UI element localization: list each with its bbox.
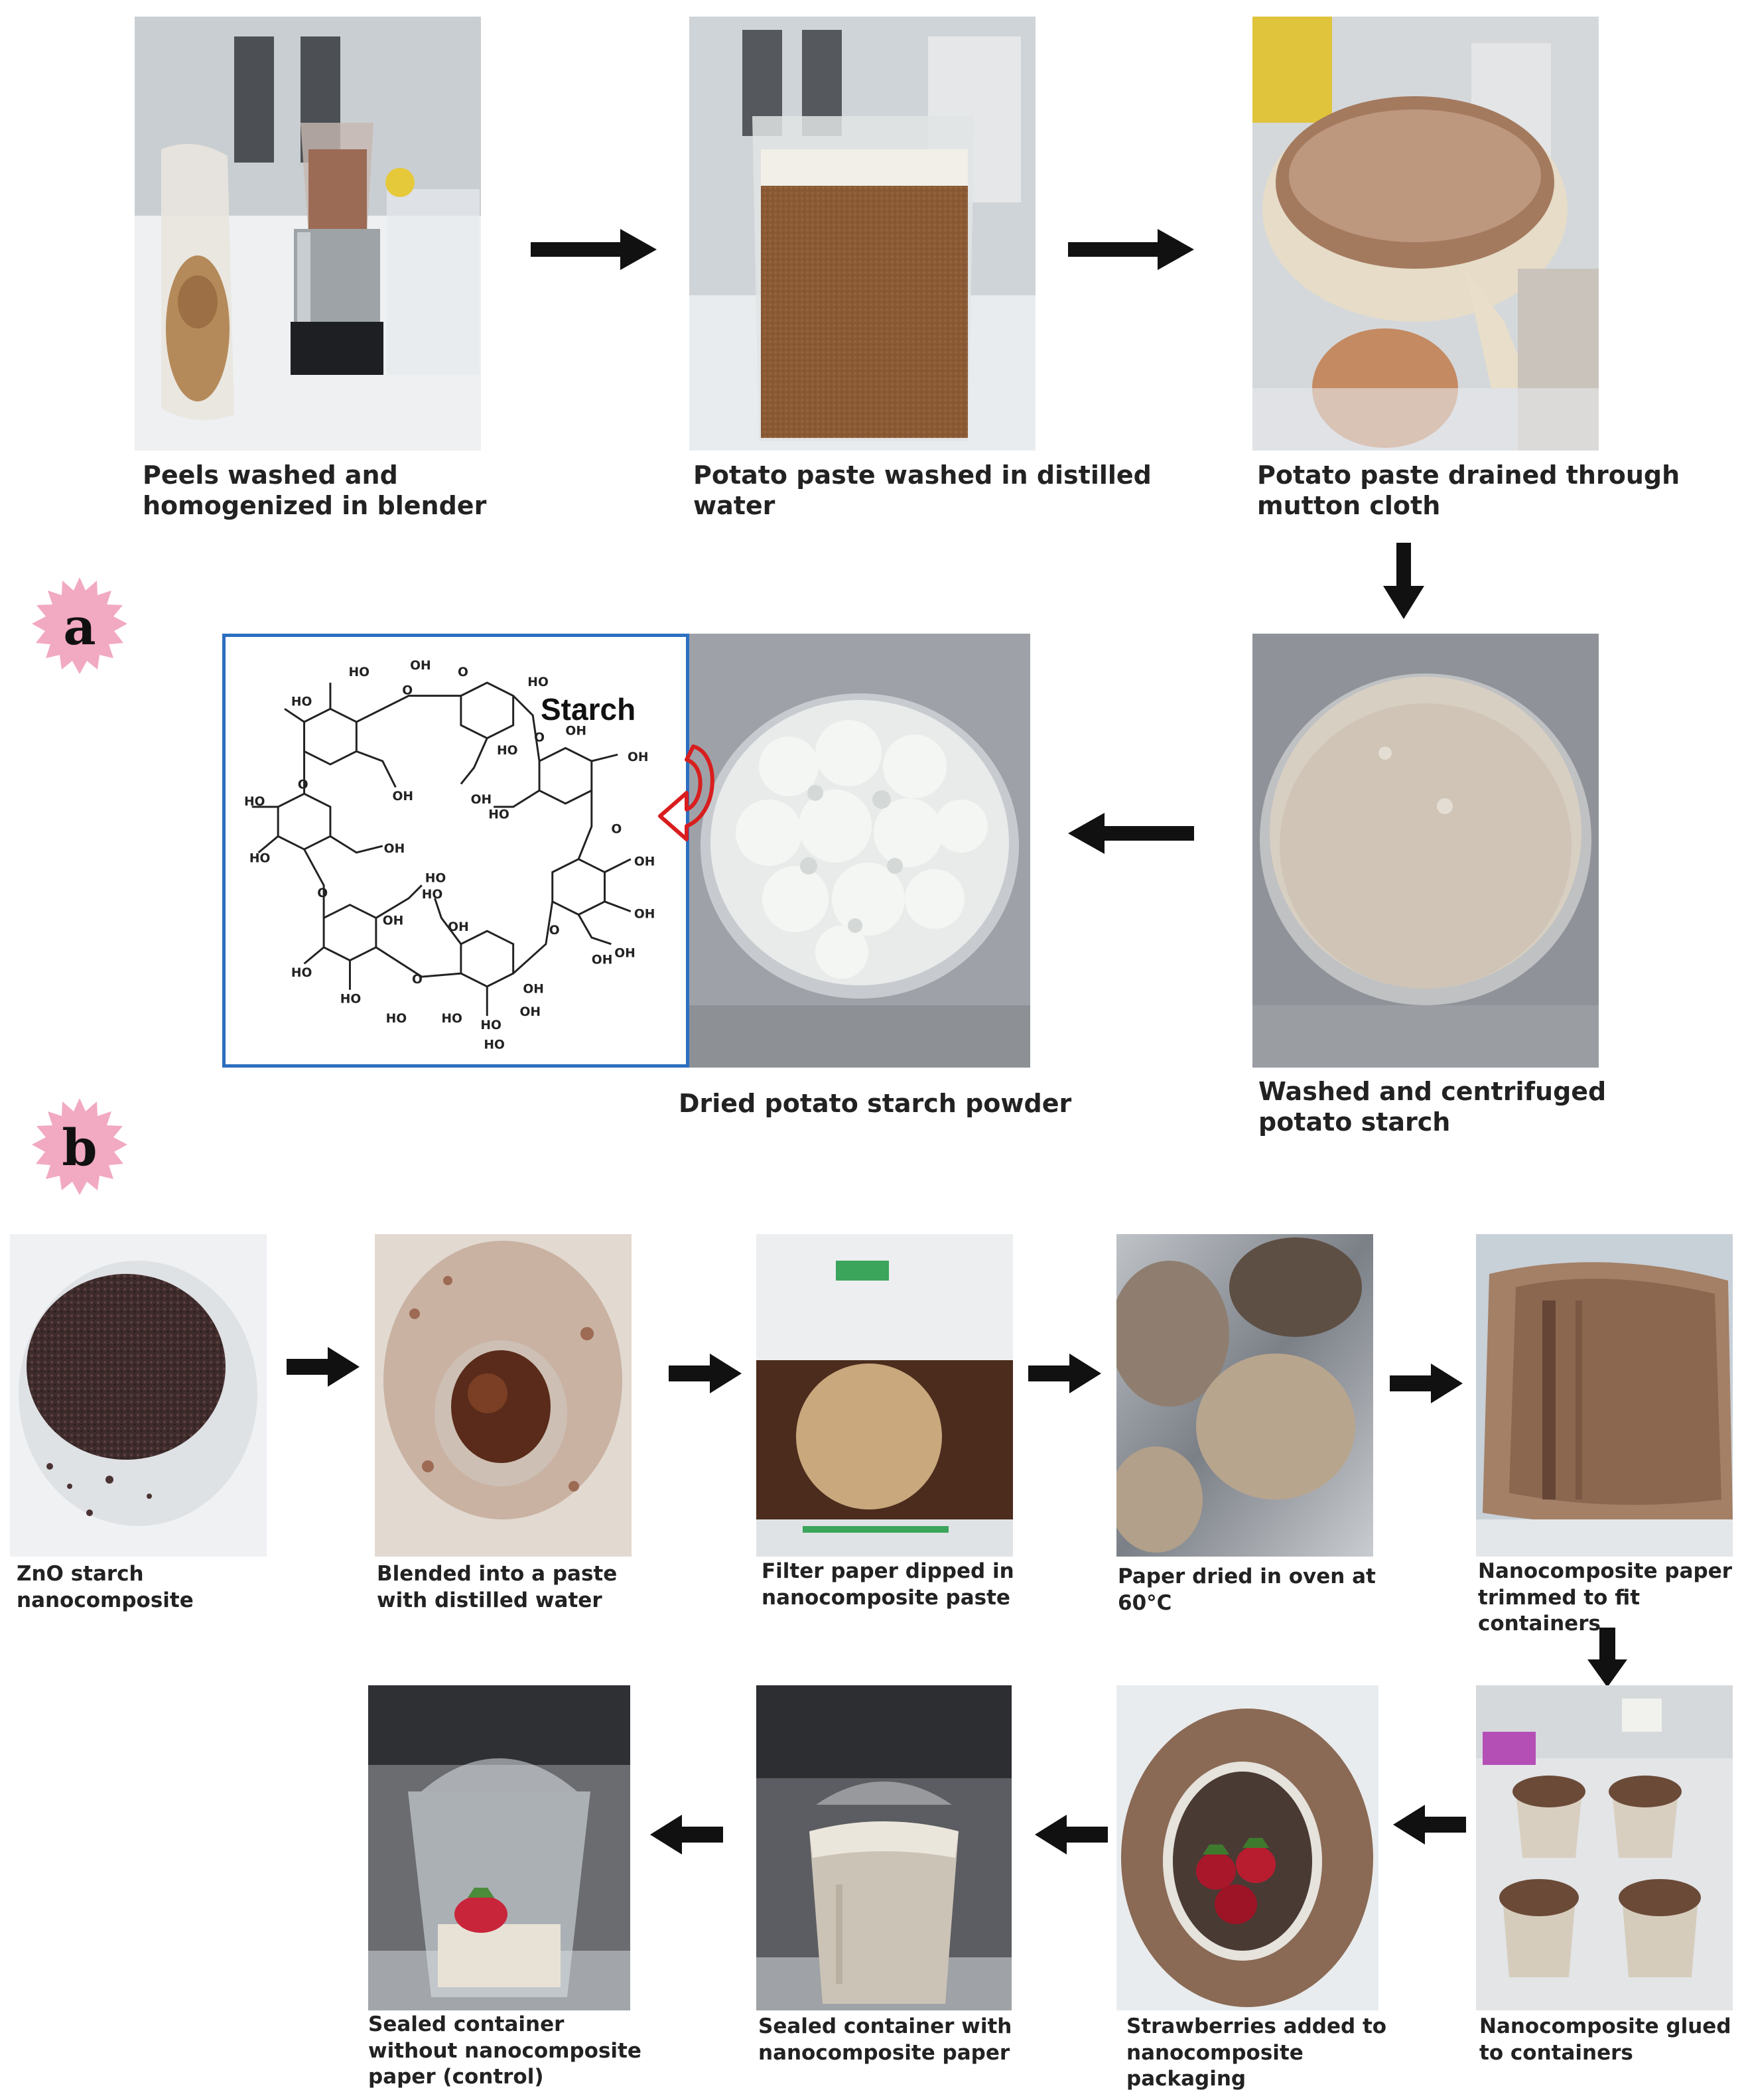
svg-text:O: O [534, 731, 545, 745]
photo-paper-dried-oven [1116, 1234, 1373, 1557]
panel-badge-b: b [30, 1098, 129, 1198]
photo-glued-containers [1476, 1685, 1733, 2010]
svg-text:OH: OH [523, 983, 544, 997]
svg-text:OH: OH [384, 842, 405, 856]
svg-text:HO: HO [422, 888, 443, 902]
caption-paper-dried: Paper dried in oven at 60°C [1118, 1565, 1376, 1615]
svg-text:HO: HO [480, 1018, 502, 1032]
svg-text:OH: OH [448, 920, 469, 934]
svg-text:OH: OH [383, 914, 404, 928]
svg-text:HO: HO [488, 808, 509, 822]
panel-badge-a-label: a [63, 597, 96, 656]
arrow-left-b2 [1035, 1815, 1108, 1855]
arrow-right-1 [531, 229, 657, 270]
caption-sealed-with-paper: Sealed container with nanocomposite pape… [758, 2014, 1012, 2065]
svg-text:OH: OH [565, 725, 586, 738]
photo-strawberries-packaging [1116, 1685, 1378, 2010]
photo-mutton-cloth [1252, 17, 1599, 451]
caption-filter-paper: Filter paper dipped in nanocomposite pas… [762, 1559, 1014, 1610]
arrow-right-b4 [1390, 1364, 1463, 1403]
arrow-left-b1 [650, 1815, 723, 1855]
svg-text:O: O [402, 684, 413, 698]
svg-text:OH: OH [614, 947, 636, 961]
svg-text:OH: OH [634, 855, 655, 869]
caption-sealed-control: Sealed container without nanocomposite p… [368, 2012, 641, 2089]
svg-text:HO: HO [244, 795, 265, 809]
svg-text:HO: HO [386, 1012, 407, 1026]
arrow-right-b2 [669, 1354, 742, 1393]
starch-structure-label: Starch [541, 692, 636, 727]
svg-text:OH: OH [628, 750, 649, 764]
svg-text:HO: HO [527, 675, 549, 689]
caption-peels-washed: Peels washed and homogenized in blender [143, 460, 487, 521]
caption-glued-containers: Nanocomposite glued to containers [1479, 2014, 1731, 2065]
svg-text:OH: OH [592, 953, 613, 967]
svg-text:OH: OH [520, 1005, 541, 1019]
caption-dried-starch: Dried potato starch powder [679, 1089, 1072, 1118]
arrow-down-a [1383, 543, 1424, 619]
caption-paste-washed: Potato paste washed in distilled water [693, 460, 1152, 521]
panel-badge-a: a [30, 577, 129, 677]
caption-blended-paste: Blended into a paste with distilled wate… [377, 1562, 618, 1612]
caption-centrifuged-starch: Washed and centrifuged potato starch [1258, 1077, 1607, 1137]
photo-dried-starch [689, 634, 1030, 1068]
svg-text:OH: OH [410, 659, 431, 673]
svg-text:HO: HO [497, 744, 518, 758]
photo-filter-paper-dipped [756, 1234, 1013, 1557]
photo-peels-blender [135, 17, 481, 451]
starch-structure-diagram: HO OH HO HO O O HO OH OH HO O HO OH O OH… [222, 634, 689, 1068]
svg-text:HO: HO [291, 695, 312, 709]
curved-arrow-icon [620, 727, 740, 859]
svg-text:O: O [458, 665, 468, 679]
svg-text:HO: HO [425, 871, 446, 885]
svg-text:HO: HO [249, 852, 271, 866]
caption-strawberries-added: Strawberries added to nanocomposite pack… [1126, 2014, 1387, 2091]
arrow-left-b3 [1393, 1805, 1466, 1845]
photo-sealed-control [368, 1685, 630, 2010]
arrow-down-b [1587, 1628, 1627, 1687]
svg-text:HO: HO [349, 665, 370, 679]
arrow-right-b3 [1028, 1354, 1101, 1393]
svg-text:O: O [549, 924, 560, 938]
svg-text:HO: HO [484, 1038, 505, 1052]
photo-blended-paste [375, 1234, 632, 1557]
svg-text:OH: OH [471, 793, 492, 807]
svg-text:O: O [412, 973, 423, 987]
caption-paste-drained: Potato paste drained through mutton clot… [1257, 460, 1680, 521]
arrow-left-a [1068, 813, 1194, 854]
arrow-right-2 [1068, 229, 1194, 270]
svg-text:OH: OH [634, 907, 655, 921]
svg-text:HO: HO [340, 992, 362, 1006]
svg-text:HO: HO [441, 1012, 462, 1026]
photo-zno-nanocomposite [10, 1234, 267, 1557]
caption-zno-nanocomposite: ZnO starch nanocomposite [17, 1562, 194, 1612]
arrow-right-b1 [287, 1347, 360, 1387]
caption-paper-trimmed: Nanocomposite paper trimmed to fit conta… [1478, 1559, 1733, 1636]
photo-centrifuged-starch [1252, 634, 1599, 1068]
svg-text:HO: HO [291, 966, 312, 980]
svg-text:O: O [298, 778, 308, 792]
svg-text:O: O [611, 822, 622, 836]
panel-badge-b-label: b [62, 1118, 98, 1177]
svg-text:OH: OH [392, 790, 413, 804]
photo-paste-washed [689, 17, 1036, 451]
svg-text:O: O [317, 886, 328, 900]
photo-sealed-with-paper [756, 1685, 1012, 2010]
photo-paper-trimmed [1476, 1234, 1733, 1557]
